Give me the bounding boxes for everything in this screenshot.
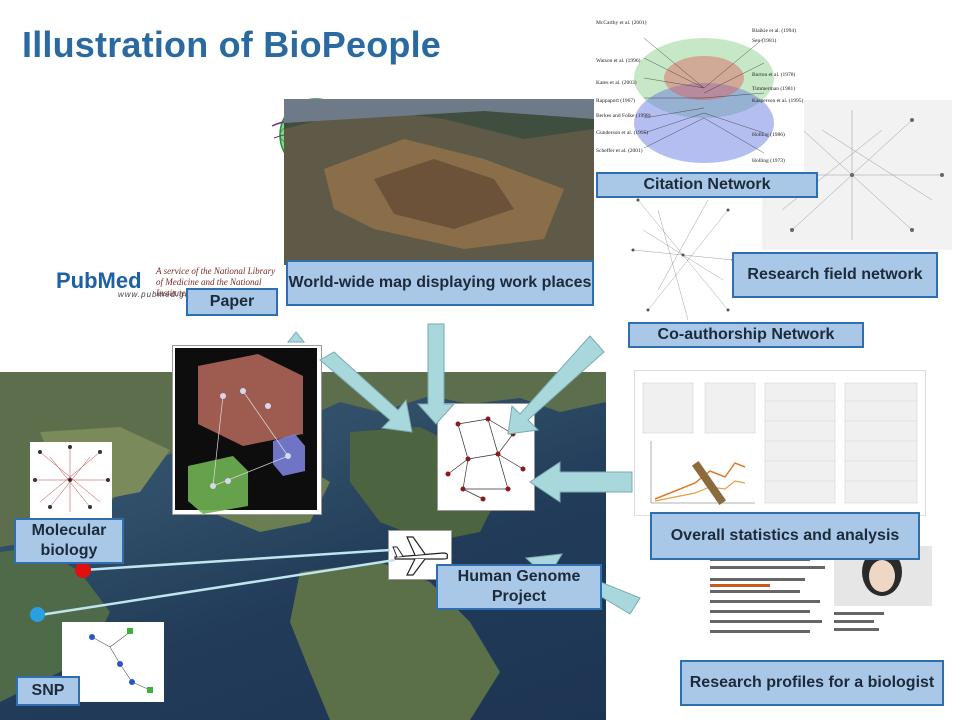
label-molecular-biology: Molecular biology — [14, 518, 124, 564]
arrow-tip-paper — [286, 331, 306, 343]
airplane-shape — [392, 536, 449, 576]
citation-label: Scheffer et al. (2001) — [596, 148, 643, 154]
citation-label: Watson et al. (1996) — [596, 58, 641, 64]
snp-network-graph — [89, 628, 153, 693]
arrow-down-worldmap — [416, 323, 456, 425]
terrain-image — [284, 99, 594, 265]
label-citation-network: Citation Network — [596, 172, 818, 198]
statistics-graphic — [642, 382, 918, 505]
label-human-genome: Human Genome Project — [436, 564, 602, 610]
coauthorship-network-image — [628, 190, 738, 326]
terrain-graphic — [284, 99, 594, 265]
citation-label: Gunderson et al. (1995) — [596, 130, 649, 136]
label-paper: Paper — [186, 288, 278, 316]
coauthorship-graph — [631, 198, 735, 321]
citation-network-image: McCarthy et al. (2001) Watson et al. (19… — [594, 18, 804, 176]
citation-label: Timmerman (1981) — [752, 86, 796, 92]
statistics-screenshot — [634, 370, 926, 516]
citations-left-list: McCarthy et al. (2001) Watson et al. (19… — [596, 20, 656, 170]
citation-label: Holling (1973) — [752, 158, 785, 164]
label-research-profiles: Research profiles for a biologist — [680, 660, 944, 706]
location-marker-blue[interactable] — [30, 607, 45, 622]
label-research-field-network: Research field network — [732, 252, 938, 298]
pubmed-url: www.pubmed.gov — [118, 290, 196, 299]
citation-graph — [634, 37, 774, 163]
arrow-from-coauthorship — [507, 335, 605, 435]
molecular-network-graph — [33, 445, 110, 512]
cluster-3d-image — [172, 345, 322, 515]
citation-label: Rappaport (1967) — [596, 98, 635, 104]
label-statistics: Overall statistics and analysis — [650, 512, 920, 560]
molecular-network-image — [30, 442, 112, 518]
location-marker-red[interactable] — [75, 562, 91, 578]
page-title: Illustration of BioPeople — [22, 24, 442, 65]
pubmed-logo-text: PubMed — [56, 268, 142, 293]
cluster-boxes — [188, 354, 305, 514]
citation-label: Burton et al. (1978) — [752, 72, 796, 78]
citation-label: Blaikie et al. (1994) — [752, 28, 796, 34]
citation-label: Berkes and Folke (1998) — [596, 113, 651, 119]
arrow-from-statistics — [529, 461, 633, 503]
citation-label: Sen (1981) — [752, 38, 777, 44]
citation-label: Kasperson et al. (1995) — [752, 98, 804, 104]
arrow-from-paper — [319, 351, 413, 433]
citations-right-list: Blaikie et al. (1994) Sen (1981) Burton … — [752, 28, 804, 174]
citation-label: Kates et al. (2003) — [596, 80, 637, 86]
citation-label: McCarthy et al. (2001) — [596, 20, 647, 26]
label-world-map: World-wide map displaying work places — [286, 260, 594, 306]
citation-label: Holling (1986) — [752, 132, 785, 138]
label-coauthorship-network: Co-authorship Network — [628, 322, 864, 348]
label-snp: SNP — [16, 676, 80, 706]
